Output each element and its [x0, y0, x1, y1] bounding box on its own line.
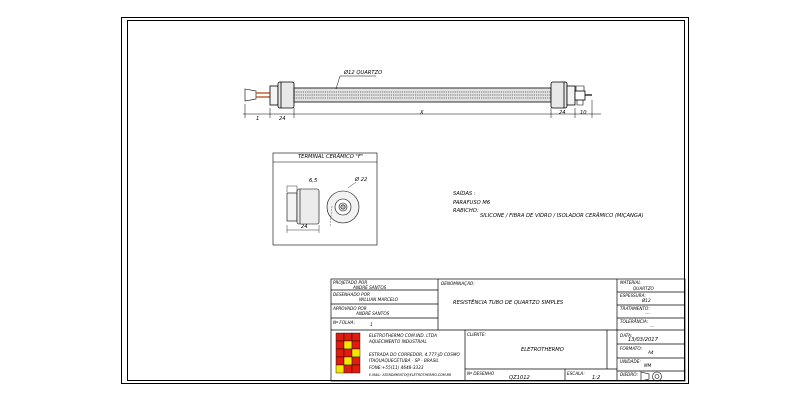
data-label: DATA: [620, 333, 633, 338]
note-line-1: SAÍDAS : [453, 191, 476, 197]
unidade-value: MM [644, 363, 652, 368]
company-line-5: FONE:+55(11) 4648-3333 [369, 365, 424, 370]
escala-value: 1:2 [592, 375, 601, 381]
tolerancia-value: --- [650, 324, 655, 329]
tratamento-label: TRATAMENTO: [620, 306, 650, 311]
diedro-label: DIEDRO: [620, 372, 639, 377]
formato-label: FORMATO: [620, 346, 643, 351]
note-line-4: SILICONE / FIBRA DE VIDRO / ISOLADOR CER… [480, 213, 644, 219]
denominacao-value: RESISTÊNCIA TUBO DE QUARTZO SIMPLES [453, 300, 564, 306]
dim-right: 10 [580, 110, 587, 116]
aprovado-label: APROVADO POR [333, 306, 367, 311]
cliente-label: CLIENTE: [467, 332, 486, 337]
drawing-frame [127, 20, 685, 381]
formato-value: A4 [648, 350, 654, 355]
heater-tube-view [243, 75, 601, 118]
projetado-label: PROJETADO POR [333, 280, 368, 285]
desenho-value: QZ1012 [509, 375, 530, 381]
escala-label: ESCALA: [567, 371, 585, 376]
detail-dim-top: 6,5 [309, 178, 318, 184]
tratamento-value: --- [645, 311, 650, 316]
dim-cap-right: 24 [559, 110, 566, 116]
material-label: MATERIAL [620, 280, 641, 285]
denominacao-label: DENOMINAÇÃO: [441, 281, 475, 286]
desenho-label: Nº DESENHO [467, 371, 495, 376]
tube-diameter-label: Ø12 QUARTZO [344, 70, 383, 76]
unidade-label: UNIDADE: [620, 359, 641, 364]
detail-dim-bottom: 24 [301, 224, 308, 230]
detail-title: TERMINAL CERÂMICO "F" [298, 154, 364, 160]
cliente-value: ELETROTHERMO [521, 347, 564, 353]
detail-dim-diameter: Ø 22 [355, 177, 368, 183]
dim-length: X [420, 110, 424, 116]
company-line-3: ESTRADA DO CORREDOR, 4.777-JD COSMO [369, 352, 460, 357]
desenhado-value: WILLIAN MARCELO [359, 297, 399, 302]
note-line-3: RABICHO: [453, 208, 479, 214]
espessura-label: ESPESSURA: [620, 293, 646, 298]
left-ceramic-cap [277, 81, 295, 109]
drawing-sheet-border [121, 17, 689, 384]
right-ceramic-cap [550, 81, 568, 109]
folha-value: 1 [370, 322, 373, 327]
aprovado-value: ANDRÉ SANTOS [356, 311, 390, 316]
tolerancia-label: TOLERÂNCIA: [620, 319, 649, 324]
terminal-detail-view [272, 152, 378, 246]
dimension-chain [243, 100, 601, 118]
projetado-value: ANDRÉ SANTOS [353, 285, 387, 290]
data-value: 13/03/2017 [628, 337, 658, 343]
first-angle-projection-icon [640, 371, 662, 382]
company-line-4: ITAQUAQUECETUBA - SP - BRASIL [369, 358, 439, 363]
company-line-6: E-MAIL: ATENDIMENTO@ELETROTHERMO.COM.BR [369, 373, 452, 377]
dim-left: 1 [256, 116, 260, 122]
folha-label: Nº FOLHA: [333, 320, 355, 325]
company-line-2: AQUECIMENTO INDUSTRIAL [369, 339, 427, 344]
material-value: QUARTZO [633, 286, 654, 291]
screw-terminal [574, 90, 586, 101]
company-line-1: ELETROTHERMO COM.IND. LTDA [369, 333, 438, 338]
company-logo [335, 332, 361, 374]
dim-cap-left: 24 [279, 116, 286, 122]
desenhado-label: DESENHADO POR [333, 292, 370, 297]
espessura-value: Ø12 [642, 298, 651, 303]
title-block-grid [330, 278, 686, 382]
note-line-2: PARAFUSO M6 [453, 200, 491, 206]
